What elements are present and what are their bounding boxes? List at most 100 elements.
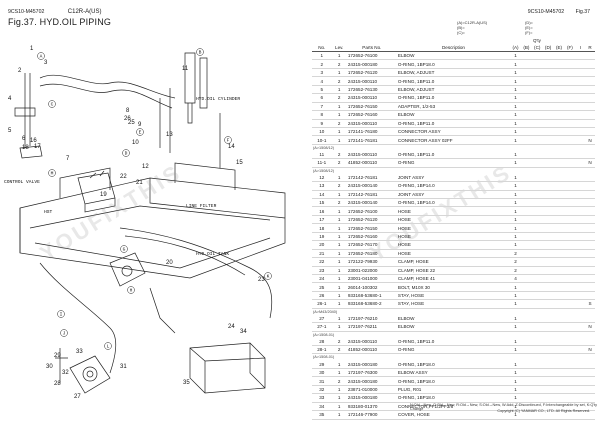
- qty-c: [531, 76, 543, 86]
- description: O-RING, 1BP11.0: [396, 119, 511, 128]
- interchange: [575, 360, 586, 369]
- interchange: [575, 206, 586, 216]
- level: 1: [331, 135, 347, 145]
- qty-b: [520, 119, 532, 128]
- callout-31: 31: [120, 364, 127, 370]
- qty-a: 1: [510, 376, 521, 386]
- qty-f: [564, 85, 576, 95]
- qty-e: [553, 345, 565, 355]
- parts-number: 172197-76300: [346, 368, 397, 378]
- parts-number: 24315-000140: [346, 181, 397, 191]
- parts-number: 172652-76160: [346, 232, 397, 242]
- interchange: [575, 51, 586, 61]
- qty-d: [542, 266, 554, 275]
- qty-e: [553, 257, 565, 267]
- qty-b: [520, 190, 532, 200]
- parts-number: 172146-77900: [346, 410, 397, 420]
- part-number-index: 2: [312, 59, 332, 69]
- description: HOSE: [396, 240, 511, 250]
- description: HOSE: [396, 206, 511, 216]
- table-note-row: (A>M43/2040): [312, 308, 595, 315]
- col-e: (E): [553, 44, 565, 52]
- level: 2: [331, 158, 347, 168]
- callout-15: 15: [236, 160, 243, 166]
- qty-b: [520, 173, 532, 183]
- qty-a: 1: [510, 240, 521, 250]
- remark: [585, 368, 595, 378]
- part-number-index: 24: [312, 274, 332, 284]
- qty-d: [542, 299, 554, 309]
- qty-c: [531, 51, 543, 61]
- part-number-index: 27-1: [312, 322, 332, 332]
- qty-d: [542, 393, 554, 403]
- qty-d: [542, 190, 554, 200]
- level: 1: [331, 249, 347, 259]
- label-control-valve: CONTROL VALVE: [4, 179, 40, 185]
- qty-b: [520, 76, 532, 86]
- interchange: [575, 274, 586, 284]
- qty-e: [553, 282, 565, 292]
- qty-f: [564, 393, 576, 403]
- qty-e: [553, 206, 565, 216]
- qty-d: [542, 402, 554, 412]
- qty-b: [520, 127, 532, 137]
- legend-f: (F)=: [525, 30, 533, 35]
- callout-10: 10: [132, 140, 139, 146]
- description: PLUG, R01: [396, 385, 511, 395]
- remark: [585, 337, 595, 346]
- col-c: (C): [531, 44, 543, 52]
- level: 1: [331, 190, 347, 200]
- qty-a: 1: [510, 76, 521, 86]
- interchange: [575, 119, 586, 128]
- level: 1: [331, 110, 347, 120]
- interchange: [575, 314, 586, 324]
- qty-c: [531, 282, 543, 292]
- qty-f: [564, 282, 576, 292]
- parts-number: 172122-79930: [346, 257, 397, 267]
- description: JOINT ASSY: [396, 173, 511, 183]
- level: 1: [331, 299, 347, 309]
- interchange: [575, 102, 586, 112]
- part-number-index: 34: [312, 402, 332, 412]
- part-number-index: 31: [312, 376, 332, 386]
- qty-a: 1: [510, 322, 521, 332]
- interchange: [575, 291, 586, 301]
- qty-c: [531, 119, 543, 128]
- callout-23: 23: [258, 277, 265, 283]
- description: O-RING: [396, 345, 511, 355]
- qty-a: 1: [510, 393, 521, 403]
- table-note-row: (A>1508-01): [312, 354, 595, 361]
- description: HOSE: [396, 223, 511, 233]
- description: ELBOW: [396, 51, 511, 61]
- parts-number: 24315-000140: [346, 198, 397, 208]
- qty-e: [553, 322, 565, 332]
- parts-number: 23001-041000: [346, 274, 397, 284]
- qty-c: [531, 232, 543, 242]
- qty-f: [564, 135, 576, 145]
- qty-f: [564, 232, 576, 242]
- description: O-RING, 1BP18.0: [396, 376, 511, 386]
- qty-a: 1: [510, 402, 521, 412]
- figure-title: Fig.37. HYD.OIL PIPING: [8, 17, 112, 27]
- part-number-index: 17: [312, 215, 332, 225]
- qty-f: [564, 102, 576, 112]
- description: HOSE: [396, 232, 511, 242]
- parts-number: 172652-76170: [346, 240, 397, 250]
- label-hst: HST: [44, 209, 53, 215]
- remark: [585, 257, 595, 267]
- qty-d: [542, 345, 554, 355]
- part-number-index: 14: [312, 190, 332, 200]
- part-number-index: 32: [312, 385, 332, 395]
- qty-e: [553, 393, 565, 403]
- interchange: [575, 93, 586, 103]
